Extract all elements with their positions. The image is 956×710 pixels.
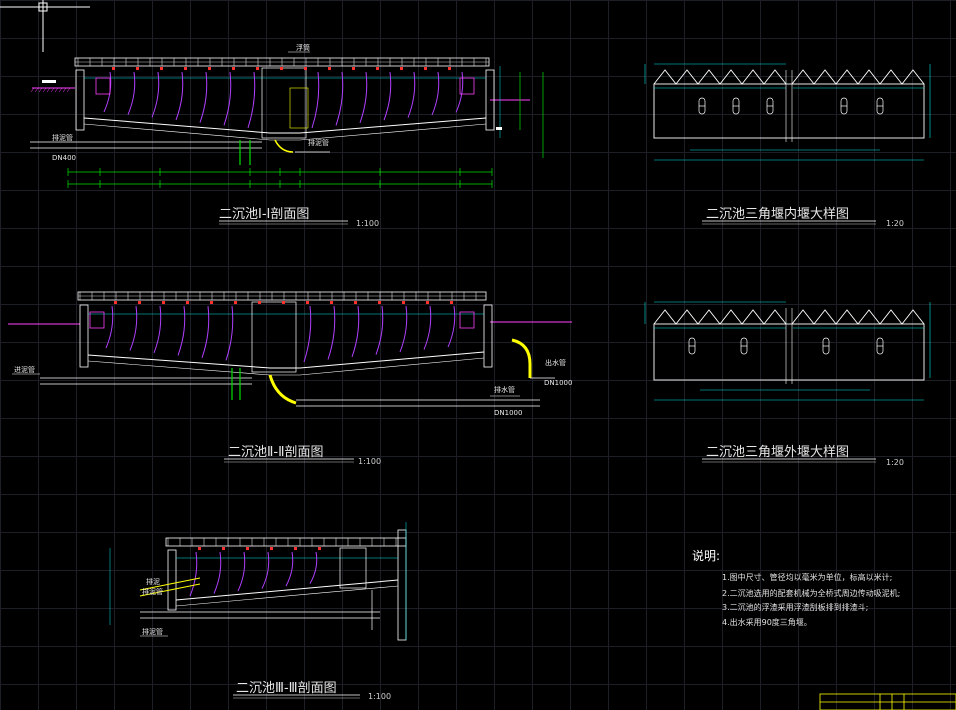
section-3-title: 二沉池Ⅲ-Ⅲ剖面图 — [236, 681, 337, 696]
section-2-drawing: 进泥管 出水管 DN1000 排水管 DN1000 二沉池Ⅱ-Ⅱ剖面图 1:10… — [8, 291, 572, 466]
title-block — [819, 693, 956, 710]
weir-inner-title: 二沉池三角堰内堰大样图 — [706, 206, 849, 222]
s2-label-inlet: 进泥管 — [14, 365, 35, 374]
note-item-4: 4.出水采用90度三角堰。 — [722, 617, 812, 627]
s2-label-outlet: 出水管 — [545, 358, 566, 367]
weir-inner-scale: 1:20 — [886, 219, 904, 228]
note-item-3: 3.二沉池的浮渣采用浮渣刮板排到排渣斗; — [722, 602, 868, 612]
weir-outer-scale: 1:20 — [886, 458, 904, 467]
s1-label-pipe-top: 浮筒 — [296, 43, 310, 52]
weir-inner-drawing: 二沉池三角堰内堰大样图 1:20 — [644, 63, 931, 228]
section-1-scale: 1:100 — [356, 219, 379, 228]
notes-block: 说明: 1.图中尺寸、管径均以毫米为单位，标高以米计; 2.二沉池选用的配套机械… — [692, 548, 900, 627]
s1-label-drain: 排泥管 — [52, 133, 73, 142]
note-item-2: 2.二沉池选用的配套机械为全桥式周边传动吸泥机; — [722, 588, 900, 598]
s3-label-upper2: 排泥管 — [142, 587, 163, 596]
s1-label-sludge: 排泥管 — [308, 138, 329, 147]
s2-label-drain: 排水管 — [494, 385, 515, 394]
s1-label-dn: DN400 — [52, 154, 76, 162]
s3-label-bottom: 排泥管 — [142, 627, 163, 636]
s3-label-upper1: 排泥 — [146, 577, 160, 586]
section-3-scale: 1:100 — [368, 692, 391, 701]
s2-label-dn-right: DN1000 — [544, 379, 572, 387]
section-3-drawing: 排泥 排泥管 排泥管 二沉池Ⅲ-Ⅲ剖面图 1:100 — [109, 522, 407, 701]
section-1-drawing: 浮筒 排泥管 DN400 排泥管 二沉池Ⅰ-Ⅰ剖面图 1:100 — [30, 43, 544, 228]
notes-heading: 说明: — [692, 548, 720, 563]
section-1-title: 二沉池Ⅰ-Ⅰ剖面图 — [219, 207, 309, 222]
note-item-1: 1.图中尺寸、管径均以毫米为单位，标高以米计; — [722, 572, 892, 582]
s2-label-dn-bottom: DN1000 — [494, 409, 522, 417]
weir-outer-title: 二沉池三角堰外堰大样图 — [706, 445, 849, 460]
ucs-icon — [0, 0, 90, 52]
weir-outer-drawing: 二沉池三角堰外堰大样图 1:20 — [644, 301, 931, 467]
section-2-scale: 1:100 — [358, 457, 381, 466]
section-2-title: 二沉池Ⅱ-Ⅱ剖面图 — [228, 445, 324, 460]
